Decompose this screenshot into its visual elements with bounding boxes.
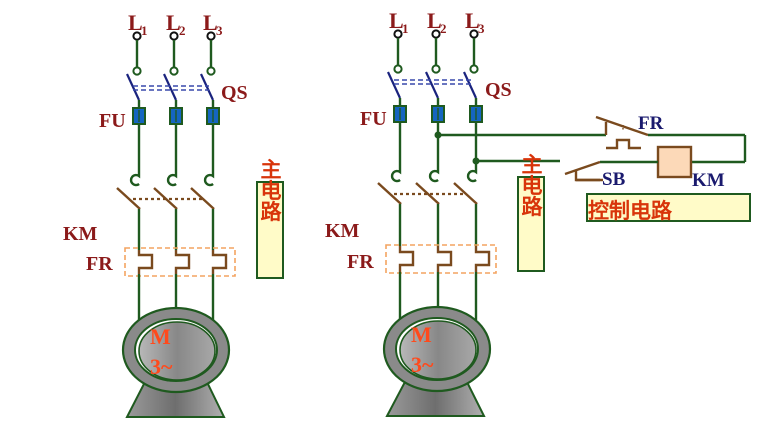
motor-label: M (411, 322, 432, 347)
svg-text:L: L (166, 10, 181, 35)
svg-text:2: 2 (179, 23, 186, 38)
qs-label: QS (485, 79, 512, 101)
km-label: KM (63, 223, 98, 245)
phase-wires-to-motor-left (137, 274, 215, 322)
phase-3-switch-fuse (462, 29, 484, 124)
main-circuit-annotation: 主电路 (256, 159, 284, 279)
phase-label-l1: L 1 (128, 10, 148, 38)
phase-2-switch-fuse (162, 31, 184, 126)
phase-1-switch-fuse (125, 31, 147, 126)
phase-wires-right (390, 122, 478, 183)
phase-label-l3: L 3 (465, 8, 485, 36)
svg-text:L: L (465, 8, 480, 33)
qs-label: QS (221, 82, 248, 104)
motor-phase-label: 3~ (411, 352, 434, 377)
phase-label-l3: L 3 (203, 10, 223, 38)
fr-thermal-box (124, 247, 236, 277)
km-coil (656, 145, 693, 179)
fr-thermal-elements (398, 246, 491, 272)
phase-wires-to-motor-right (398, 272, 478, 320)
phase-wires-left-lower (137, 209, 215, 250)
diagram-main-circuit: L 1 L 2 L 3 QS FU (63, 10, 284, 418)
diagram-main-and-control-circuit: L 1 L 2 L 3 QS FU (325, 8, 751, 417)
km-main-contacts (116, 187, 215, 210)
svg-text:1: 1 (141, 23, 148, 38)
svg-text:1: 1 (402, 21, 409, 36)
fu-label: FU (360, 108, 387, 130)
fr-contact-label: FR (638, 113, 664, 134)
svg-text:3: 3 (216, 23, 223, 38)
fr-nc-contact (595, 115, 649, 150)
phase-2-switch-fuse (424, 29, 446, 124)
motor-right: M 3~ (382, 305, 492, 417)
svg-text:3: 3 (478, 21, 485, 36)
svg-text:主电路: 主电路 (258, 159, 282, 223)
phase-label-l2: L 2 (427, 8, 447, 36)
phase-wires-left (129, 124, 215, 187)
km-main-contacts (377, 182, 478, 205)
phase-3-switch-fuse (199, 31, 221, 126)
fr-thermal-elements (137, 250, 228, 274)
svg-text:控制电路: 控制电路 (588, 199, 673, 223)
fr-thermal-box (385, 244, 497, 274)
motor-left: M 3~ (121, 306, 231, 418)
svg-text:2: 2 (440, 21, 447, 36)
control-circuit-annotation: 控制电路 (586, 193, 751, 223)
svg-text:L: L (128, 10, 143, 35)
motor-phase-label: 3~ (150, 354, 173, 379)
km-coil-label: KM (692, 170, 725, 191)
phase-label-l2: L 2 (166, 10, 186, 38)
svg-text:L: L (203, 10, 218, 35)
phase-1-switch-fuse (386, 29, 408, 124)
control-supply-wires (434, 131, 606, 165)
svg-text:主电路: 主电路 (519, 154, 543, 218)
main-circuit-annotation: 主电路 (517, 154, 545, 272)
sb-label: SB (602, 169, 626, 190)
sb-start-button (564, 160, 603, 182)
svg-text:L: L (427, 8, 442, 33)
phase-label-l1: L 1 (389, 8, 409, 36)
svg-text:L: L (389, 8, 404, 33)
fr-label: FR (347, 251, 374, 273)
control-circuit: FR KM SB 控制电路 (564, 113, 751, 223)
phase-wires-right-lower (398, 204, 478, 246)
km-label: KM (325, 220, 360, 242)
motor-label: M (150, 324, 171, 349)
fr-label: FR (86, 253, 113, 275)
fu-label: FU (99, 110, 126, 132)
